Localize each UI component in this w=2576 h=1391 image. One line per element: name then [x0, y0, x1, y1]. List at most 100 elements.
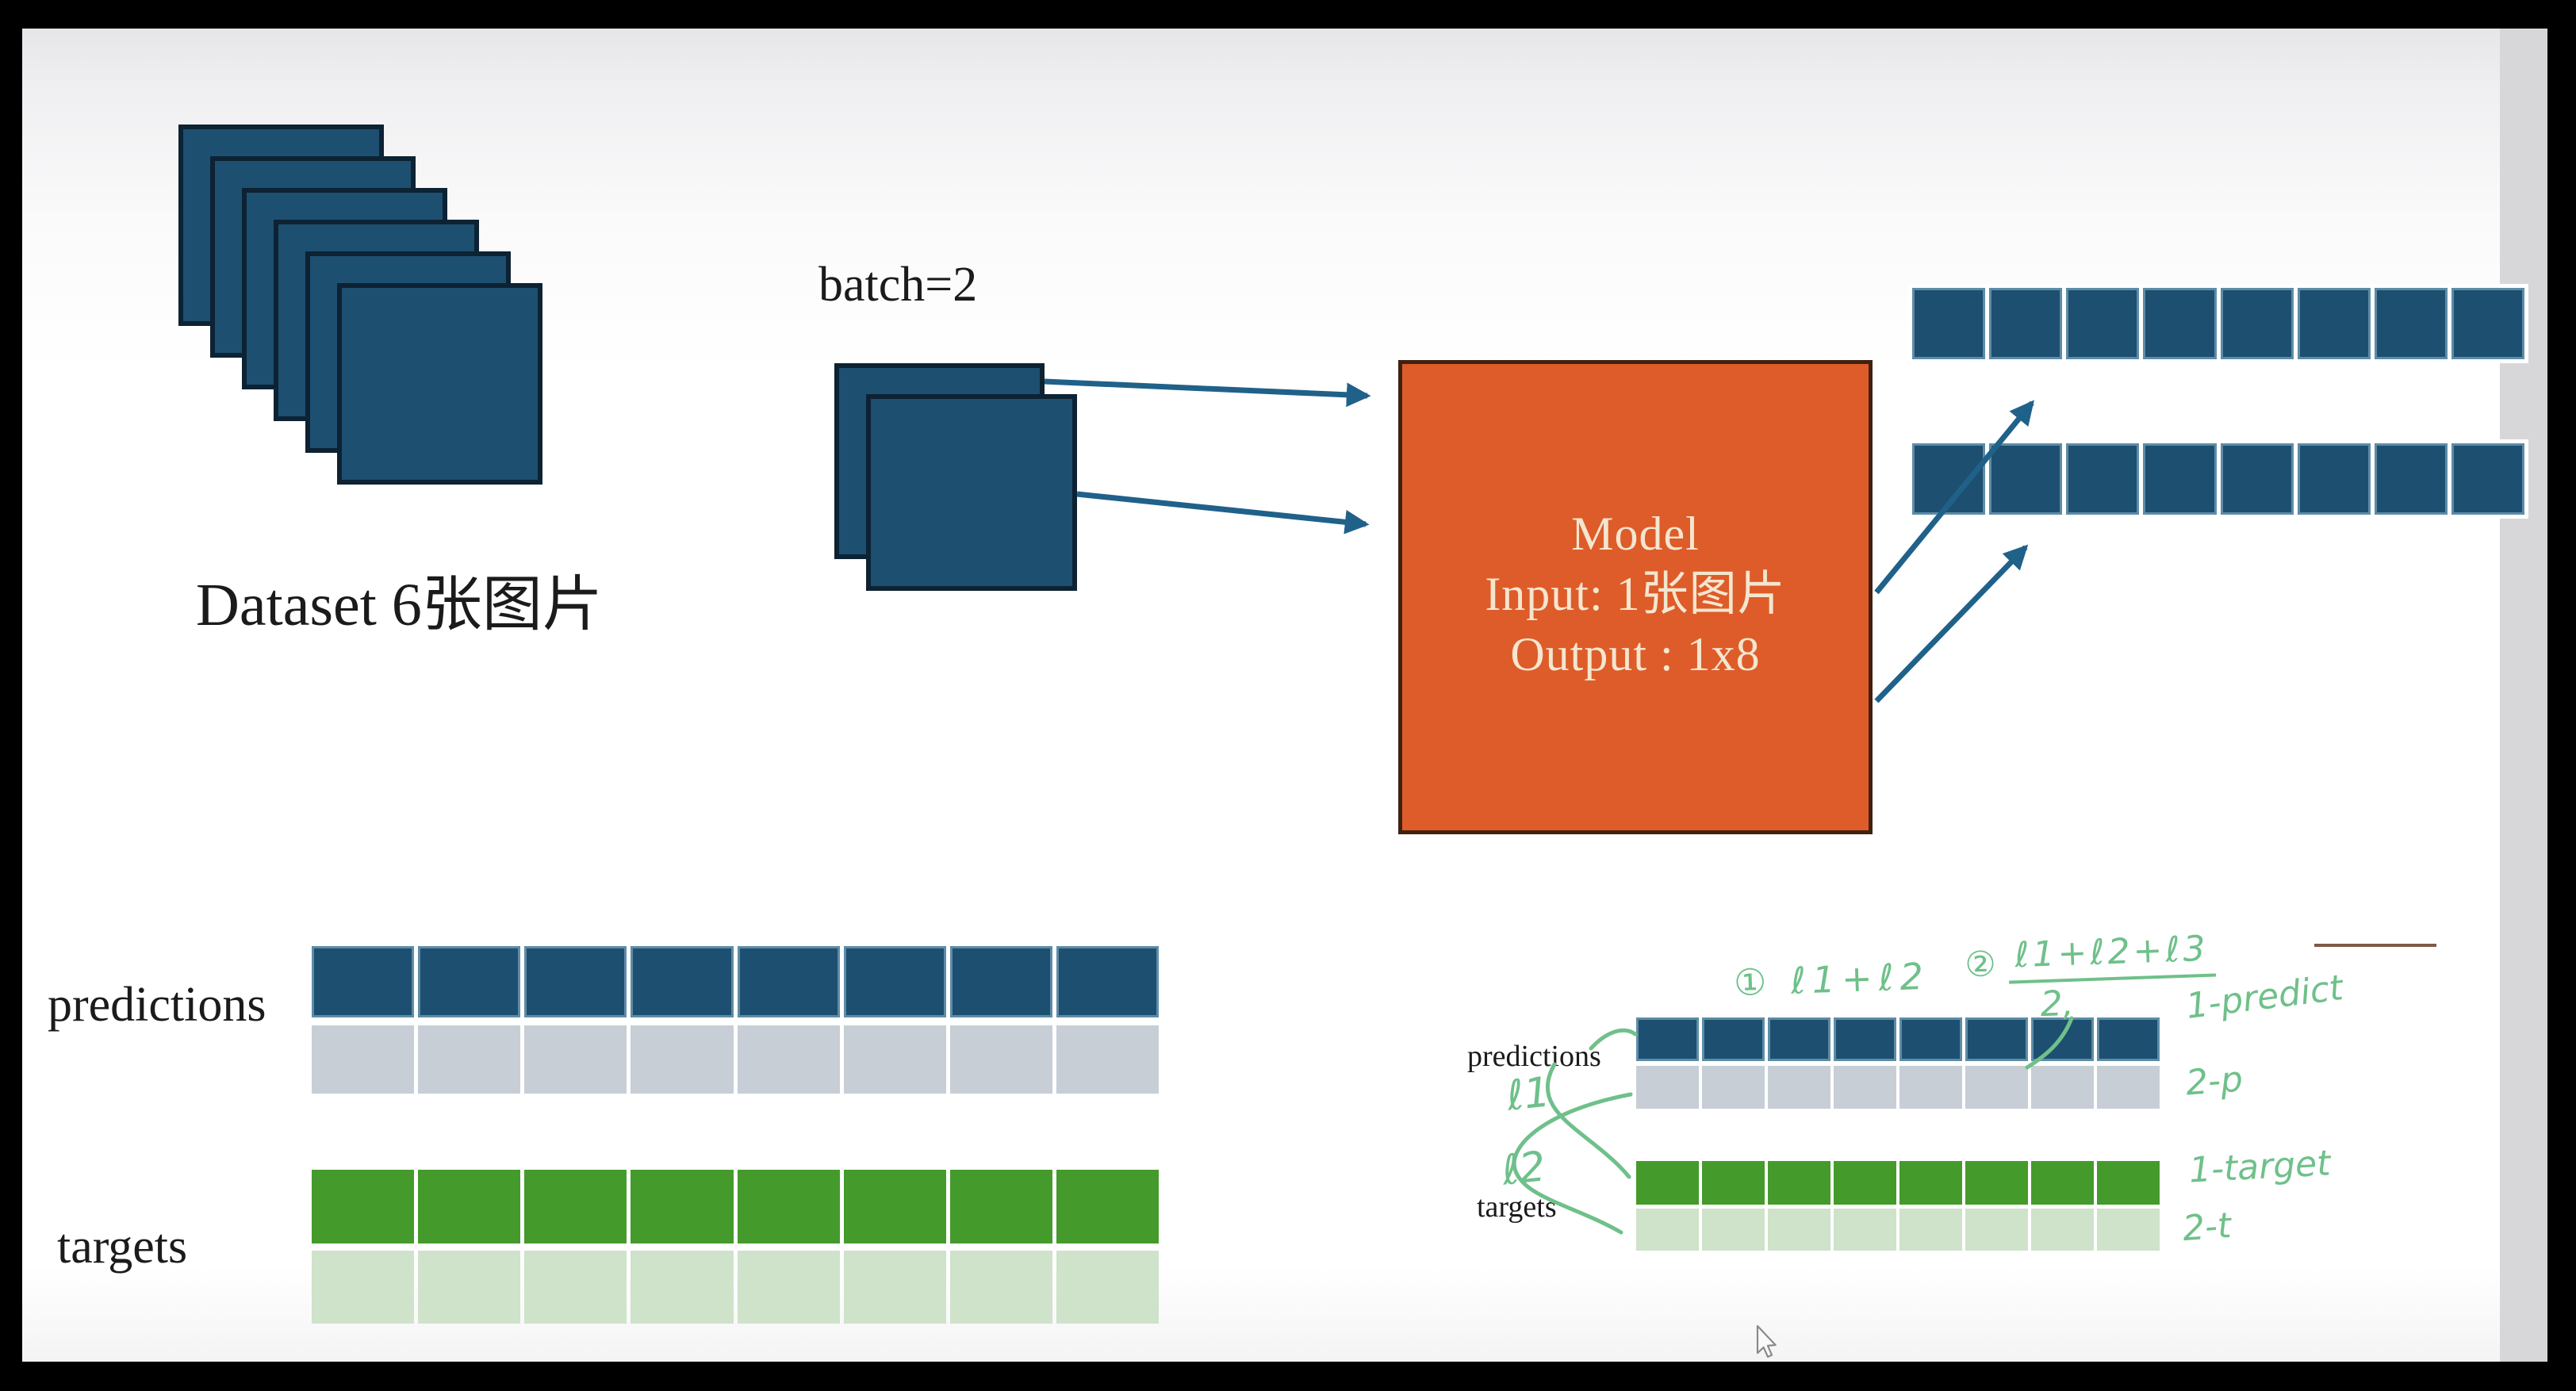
target-cell [949, 1251, 1052, 1324]
output-cell [2066, 443, 2140, 515]
predictions-label: predictions [48, 978, 266, 1032]
model-box: Model Input: 1张图片 Output : 1x8 [1398, 360, 1873, 834]
target-cell [1702, 1161, 1765, 1205]
target-cell [1965, 1161, 2028, 1205]
handwritten-formula-mean-loss: ② ℓ1+ℓ2+ℓ3 2, [1964, 928, 2218, 1028]
handwritten-formula-loss-sum: ① ℓ1+ℓ2 [1733, 954, 1930, 1005]
target-cell [1768, 1209, 1830, 1251]
output-cell [2220, 288, 2294, 359]
prediction-cell [418, 1025, 521, 1094]
prediction-cell [1636, 1017, 1699, 1061]
prediction-cell [312, 1025, 415, 1094]
prediction-cell [2031, 1066, 2094, 1109]
dataset-image [337, 283, 542, 485]
target-cell [2031, 1161, 2094, 1205]
prediction-cell [1965, 1017, 2028, 1061]
handwritten-loss1: ℓ1 [1505, 1068, 1553, 1121]
target-cell [2097, 1161, 2160, 1205]
model-output-line: Output : 1x8 [1510, 628, 1761, 680]
prediction-cell [1965, 1066, 2028, 1109]
target-cell [843, 1251, 946, 1324]
dataset-label: Dataset 6张图片 [196, 572, 603, 638]
target-cell [1899, 1209, 1962, 1251]
handwritten-row-label-2-t: 2-t [2181, 1205, 2233, 1250]
prediction-cell [524, 946, 627, 1017]
target-cell [524, 1170, 627, 1243]
slide-edge-strip [2500, 29, 2547, 1362]
target-cell [631, 1170, 734, 1243]
target-cell [312, 1170, 415, 1243]
prediction-cell [843, 946, 946, 1017]
prediction-cell [737, 1025, 840, 1094]
output-cell [1989, 443, 2063, 515]
prediction-cell [949, 1025, 1052, 1094]
target-cell [1899, 1161, 1962, 1205]
output-cell [2143, 443, 2217, 515]
target-cell [312, 1251, 415, 1324]
prediction-cell [1702, 1066, 1765, 1109]
target-cell [1834, 1209, 1896, 1251]
prediction-cell [2097, 1017, 2160, 1061]
target-cell [1965, 1209, 2028, 1251]
targets-row-2 [312, 1251, 1159, 1324]
prediction-cell [312, 946, 415, 1017]
prediction-cell [1636, 1066, 1699, 1109]
output-cell [2374, 443, 2448, 515]
model-description: Model Input: 1张图片 Output : 1x8 [1402, 504, 1869, 684]
prediction-cell [418, 946, 521, 1017]
prediction-cell [631, 1025, 734, 1094]
prediction-cell [631, 946, 734, 1017]
predictions-row-1 [312, 946, 1159, 1017]
output-cell [2451, 288, 2524, 359]
prediction-cell [2097, 1066, 2160, 1109]
target-cell [631, 1251, 734, 1324]
handwritten-loss2: ℓ2 [1500, 1143, 1548, 1195]
output-vector-row-1 [1912, 288, 2524, 359]
handwritten-row-label-1-target: 1-target [2187, 1143, 2332, 1191]
output-cell [2297, 288, 2371, 359]
target-cell [737, 1170, 840, 1243]
target-cell [1834, 1161, 1896, 1205]
prediction-cell [1834, 1017, 1896, 1061]
predictions-row-2-small [1636, 1066, 2160, 1109]
formula2-index: ② [1964, 944, 1997, 986]
target-cell [949, 1170, 1052, 1243]
formula2-numerator: ℓ1+ℓ2+ℓ3 [2007, 928, 2216, 984]
model-input-line: Input: 1张图片 [1485, 568, 1786, 620]
output-cell [1912, 443, 1986, 515]
target-cell [418, 1170, 521, 1243]
output-cell [1989, 288, 2063, 359]
prediction-cell [1056, 946, 1159, 1017]
handwritten-row-label-2-p: 2-p [2184, 1059, 2244, 1104]
prediction-cell [1899, 1017, 1962, 1061]
target-cell [2097, 1209, 2160, 1251]
prediction-cell [1702, 1017, 1765, 1061]
target-cell [1056, 1170, 1159, 1243]
formula2-fraction: ℓ1+ℓ2+ℓ3 2, [2007, 928, 2218, 1026]
batch-size-label: batch=2 [818, 258, 978, 312]
output-cell [2297, 443, 2371, 515]
target-cell [1768, 1161, 1830, 1205]
target-cell [737, 1251, 840, 1324]
prediction-cell [1768, 1066, 1830, 1109]
predictions-row-2 [312, 1025, 1159, 1094]
target-cell [843, 1170, 946, 1243]
batch-image-front [866, 394, 1077, 591]
prediction-cell [1899, 1066, 1962, 1109]
formula2-denominator: 2, [2039, 983, 2075, 1025]
output-cell [2066, 288, 2140, 359]
predictions-label-small: predictions [1467, 1040, 1601, 1073]
targets-row-2-small [1636, 1209, 2160, 1251]
output-cell [1912, 288, 1986, 359]
output-vector-row-2 [1912, 443, 2524, 515]
target-cell [2031, 1209, 2094, 1251]
target-cell [1636, 1209, 1699, 1251]
targets-label-small: targets [1477, 1190, 1557, 1224]
predictions-row-1-small [1636, 1017, 2160, 1061]
targets-label: targets [57, 1220, 188, 1274]
output-cell [2451, 443, 2524, 515]
prediction-cell [737, 946, 840, 1017]
prediction-cell [1056, 1025, 1159, 1094]
targets-row-1 [312, 1170, 1159, 1243]
